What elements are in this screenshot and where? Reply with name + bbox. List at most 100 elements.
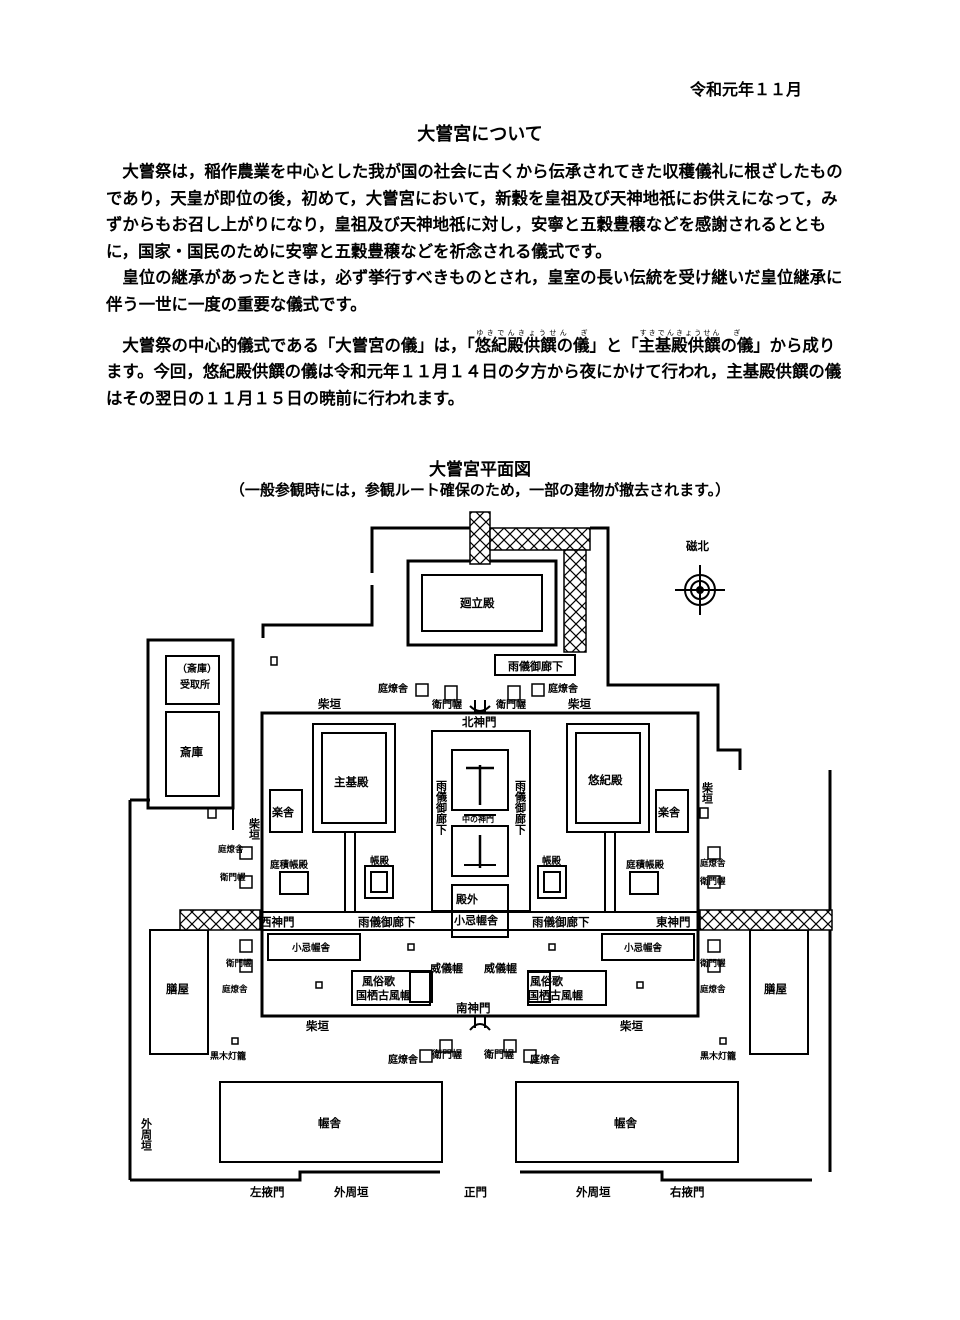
east-hatched-wall xyxy=(699,909,833,931)
label-dengai-1: 殿外 xyxy=(455,892,478,906)
label-fuzoku-1-west: 風俗歌 xyxy=(362,974,396,988)
label-gaishugaki-south-west: 外周垣 xyxy=(333,1185,369,1199)
label-naka-no-shinmon: 中の神門 xyxy=(462,814,494,824)
omi-akusha-east xyxy=(601,933,695,961)
label-eimonaku-ne: 衛門幄 xyxy=(495,698,526,711)
label-kuroki-toro-east: 黒木灯籠 xyxy=(700,1050,736,1062)
document-title: 大嘗宮について xyxy=(417,124,543,145)
kairyuden-inner xyxy=(421,574,543,632)
label-fuzoku-1-east: 風俗歌 xyxy=(530,974,564,988)
label-igi-aku-east: 威儀幄 xyxy=(484,961,517,975)
label-niwatsumi-choden-east: 庭積帳殿 xyxy=(626,859,665,871)
label-teiryosha-nw: 庭燎舎 xyxy=(378,682,409,695)
label-fuzoku-2-east: 国栖古風幄 xyxy=(528,988,583,1002)
northeast-hatched-wall xyxy=(563,549,587,653)
label-shibagaki-north-east: 柴垣 xyxy=(567,697,591,711)
saiko-box xyxy=(165,711,220,797)
omi-akusha-west xyxy=(267,933,361,961)
label-saiko: 斎庫 xyxy=(180,745,203,759)
ruby-suki-reading: すきでんきょうせん xyxy=(638,328,721,337)
ruby-suki: 主基殿供饌すきでんきょうせん xyxy=(638,329,721,355)
akusha-east xyxy=(515,1081,739,1163)
label-minami-shinmon: 南神門 xyxy=(456,1001,491,1015)
label-igi-aku-west: 威儀幄 xyxy=(430,961,463,975)
label-shibagaki-south-west: 柴垣 xyxy=(305,1019,329,1033)
label-teiryosha-w2: 庭燎舎 xyxy=(222,984,248,995)
paragraph-3-part-b: 」と「 xyxy=(589,335,639,355)
ruby-suki-base: 主基殿供饌 xyxy=(638,335,721,355)
north-hatched-wall-h xyxy=(489,527,591,551)
label-suki-den: 主基殿 xyxy=(334,775,369,789)
label-saiko-uketori-1: （斎庫） xyxy=(177,662,217,675)
yuki-den-outer xyxy=(566,723,650,833)
akusha-west xyxy=(219,1081,443,1163)
label-yuki-den: 悠紀殿 xyxy=(587,773,623,787)
plan-subtitle: （一般参観時には，参観ルート確保のため，一部の建物が撤去されます。） xyxy=(229,481,731,499)
label-higashi-shinmon: 東神門 xyxy=(656,915,691,929)
paragraph-3-part-a: 大嘗祭の中心的儀式である「大嘗宮の儀」は，「 xyxy=(122,335,475,355)
label-teiryosha-se: 庭燎舎 xyxy=(530,1053,561,1066)
label-ukoden-roka-vertical-east: 雨儀御廊下 xyxy=(514,780,528,836)
label-ukoden-roka-vertical-west: 雨儀御廊下 xyxy=(435,780,449,836)
label-teiryosha-e1: 庭燎舎 xyxy=(700,858,726,869)
saiko-enclosure xyxy=(146,638,235,810)
outer-wall-northeast xyxy=(590,526,742,770)
label-ukoden-roka-se: 雨儀御廊下 xyxy=(532,915,590,929)
label-akusha-west: 幄舎 xyxy=(318,1116,341,1130)
paragraph-1: 大嘗祭は，稲作農業を中心とした我が国の社会に古くから伝承されてきた収穫儀礼に根ざ… xyxy=(106,162,843,261)
label-eimonaku-se: 衛門幄 xyxy=(483,1048,514,1061)
label-kairyuden: 廻立殿 xyxy=(459,596,495,610)
saiko-uketori-box xyxy=(165,655,220,705)
label-eimonaku-e1: 衛門幄 xyxy=(699,876,726,887)
outer-wall-south-east xyxy=(520,1170,812,1182)
label-eimonaku-nw: 衛門幄 xyxy=(431,698,462,711)
label-omi-akusha-east: 小忌幄舎 xyxy=(623,942,663,954)
label-shibagaki-west-vertical: 柴垣 xyxy=(248,817,262,841)
ruby-gi-base: の儀 xyxy=(720,335,754,355)
label-ukoden-roka-sw: 雨儀御廊下 xyxy=(358,915,416,929)
paragraph-3: 大嘗祭の中心的儀式である「大嘗宮の儀」は，「悠紀殿供饌の儀ゆきでんきょうせん ぎ… xyxy=(106,329,846,413)
label-gakusha-west: 楽舎 xyxy=(271,805,295,819)
label-akusha-east: 幄舎 xyxy=(614,1116,637,1130)
label-teiryosha-sw: 庭燎舎 xyxy=(388,1053,419,1066)
ruby-yuki-base: 悠紀殿供饌の儀 xyxy=(474,335,590,355)
label-shibagaki-east-vertical: 柴垣 xyxy=(701,781,715,805)
outer-wall-northwest xyxy=(261,585,374,638)
label-uyakumon: 右掖門 xyxy=(669,1185,705,1199)
label-kashiwaya-east: 膳屋 xyxy=(763,982,787,996)
label-saiko-uketori-2: 受取所 xyxy=(180,678,210,691)
label-teiryosha-w1: 庭燎舎 xyxy=(218,844,244,855)
label-niwatsumi-choden-west: 庭積帳殿 xyxy=(270,859,309,871)
ruby-gi: の儀ぎ xyxy=(720,329,754,355)
body-text: 大嘗祭は，稲作農業を中心とした我が国の社会に古くから伝承されてきた収穫儀礼に根ざ… xyxy=(106,159,846,412)
ruby-yuki-reading: ゆきでんきょうせん ぎ xyxy=(474,328,590,337)
plan-title: 大嘗宮平面図 xyxy=(429,460,531,480)
label-kuroki-toro-west: 黒木灯籠 xyxy=(210,1050,246,1062)
label-jihoku: 磁北 xyxy=(686,539,709,553)
north-compass-icon xyxy=(675,565,725,615)
gakusha-west xyxy=(269,789,303,833)
label-nishi-shinmon: 西神門 xyxy=(260,915,295,929)
paragraph-2: 皇位の継承があったときは，必ず挙行すべきものとされ，皇室の長い伝統を受け継いだ皇… xyxy=(106,268,843,314)
label-kashiwaya-west: 膳屋 xyxy=(165,982,189,996)
paragraph-3-part-c: 」から成ります。今回，悠紀殿供饌の儀は令和元年１１月１４日の夕方から夜にかけて行… xyxy=(106,335,842,408)
document-date: 令和元年１１月 xyxy=(689,80,802,99)
label-shibagaki-north-west: 柴垣 xyxy=(317,697,341,711)
yuki-den-inner xyxy=(575,732,641,824)
north-hatched-wall-v xyxy=(469,511,491,565)
gakusha-east xyxy=(655,789,689,833)
label-choden-east: 帳殿 xyxy=(542,855,562,867)
outer-wall-north xyxy=(370,526,470,573)
label-sayakumon: 左掖門 xyxy=(249,1185,285,1199)
label-fuzoku-2-west: 国栖古風幄 xyxy=(356,988,411,1002)
label-shibagaki-south-east: 柴垣 xyxy=(619,1019,643,1033)
suki-den-inner xyxy=(321,732,387,824)
label-dengai-2: 小忌幄舎 xyxy=(453,913,499,927)
west-hatched-wall xyxy=(179,909,261,931)
inner-enclosure xyxy=(260,711,700,1018)
label-choden-west: 帳殿 xyxy=(370,855,390,867)
label-kita-shinmon: 北神門 xyxy=(462,715,497,729)
outer-wall-south-west xyxy=(130,1170,440,1182)
label-teiryosha-ne: 庭燎舎 xyxy=(548,682,579,695)
